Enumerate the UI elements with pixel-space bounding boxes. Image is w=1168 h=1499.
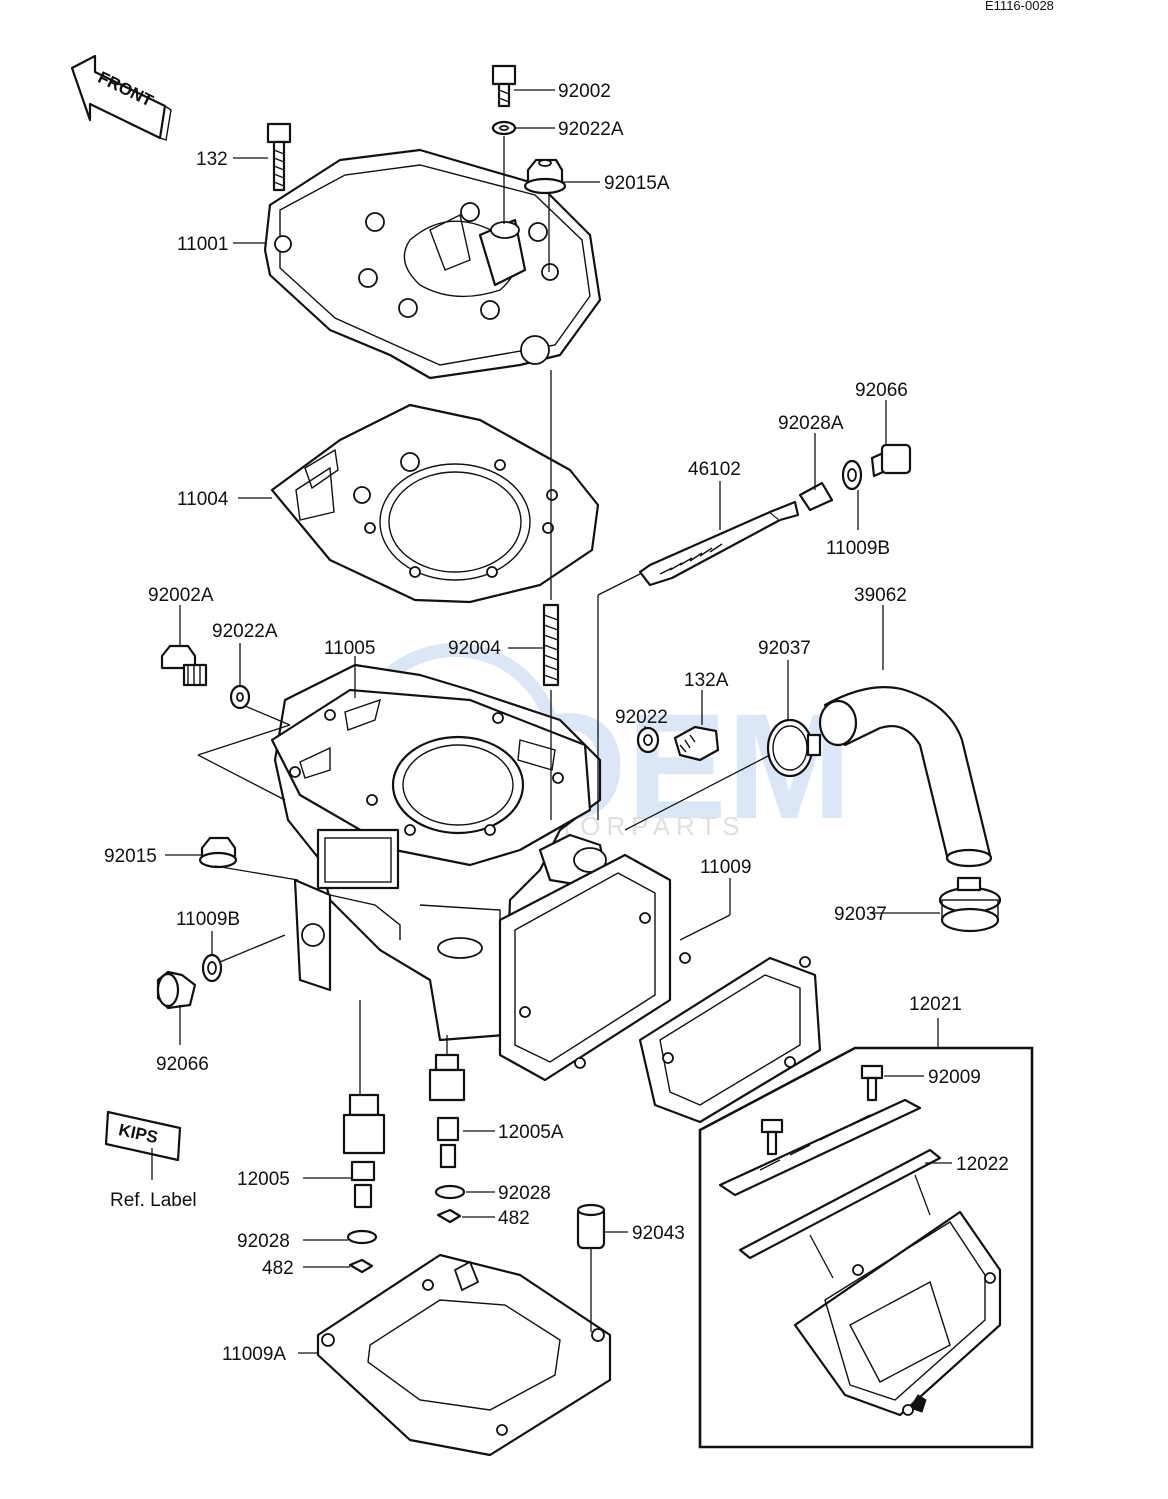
label-12005: 12005: [237, 1169, 290, 1190]
label-92028A: 92028A: [778, 413, 844, 434]
nut-92015A: [523, 158, 567, 272]
label-11009: 11009: [700, 857, 751, 878]
washer-11009B: [201, 953, 223, 983]
reed-housing: [498, 853, 672, 1082]
cylinder: [270, 663, 607, 1042]
hose-clamp-upper: [624, 718, 822, 831]
part-labels: 92002 92022A 92015A 132 11001 11004 4610…: [104, 81, 1009, 1365]
label-92028-right: 92028: [498, 1183, 551, 1204]
label-92004: 92004: [448, 638, 501, 659]
reed-gasket-11009: [638, 952, 822, 1124]
label-12022: 12022: [956, 1154, 1009, 1175]
label-92002: 92002: [558, 81, 611, 102]
label-132: 132: [196, 149, 228, 170]
label-11001: 11001: [177, 234, 228, 255]
bolt-132A: [636, 725, 720, 762]
label-92037-top: 92037: [758, 638, 811, 659]
ref-label-caption: Ref. Label: [110, 1190, 197, 1211]
front-arrow-icon: FRONT: [70, 54, 172, 141]
bolt-92002: [491, 64, 517, 224]
label-11009B-top: 11009B: [826, 538, 890, 559]
bolt-132: [266, 122, 292, 192]
label-482-right: 482: [498, 1208, 530, 1229]
head-gasket: [270, 403, 600, 604]
label-92015A: 92015A: [604, 173, 670, 194]
hose-39062: [818, 686, 993, 868]
nut-92015: [198, 836, 238, 869]
label-11004: 11004: [177, 489, 229, 510]
label-92028-left: 92028: [237, 1231, 290, 1252]
plug-92066: [156, 970, 197, 1010]
label-92022A-mid: 92022A: [212, 621, 278, 642]
label-92002A: 92002A: [148, 585, 214, 606]
diagram-code: E1116-0028: [985, 0, 1054, 13]
label-92009: 92009: [928, 1067, 981, 1088]
label-11009A: 11009A: [222, 1344, 286, 1365]
label-482-left: 482: [262, 1258, 294, 1279]
valve-12005A: [428, 1035, 466, 1224]
label-92066: 92066: [156, 1054, 209, 1075]
label-92066-top: 92066: [855, 380, 908, 401]
label-12021: 12021: [909, 994, 962, 1015]
label-92043: 92043: [632, 1223, 685, 1244]
label-11009B: 11009B: [176, 909, 240, 930]
dowel-pin-92043: [576, 1203, 606, 1332]
label-92015: 92015: [104, 846, 157, 867]
label-39062: 39062: [854, 585, 907, 606]
base-gasket-11009A: [316, 1253, 612, 1457]
hose-clamp-lower: [938, 876, 1002, 933]
label-11005: 11005: [324, 638, 375, 659]
reed-kit-box: [698, 1018, 1034, 1449]
ref-label-kips: KIPS Ref. Label: [104, 1110, 197, 1211]
bolt-92002A: [160, 644, 251, 710]
valve-12005: [342, 1000, 386, 1274]
label-92037-bottom: 92037: [834, 904, 887, 925]
label-92022A: 92022A: [558, 119, 624, 140]
label-46102: 46102: [688, 459, 741, 480]
cylinder-head: [263, 148, 602, 380]
label-12005A: 12005A: [498, 1122, 564, 1143]
label-92022: 92022: [615, 707, 668, 728]
stud-92004: [542, 370, 560, 820]
label-132A: 132A: [684, 670, 729, 691]
sensor-46102: [597, 443, 912, 820]
